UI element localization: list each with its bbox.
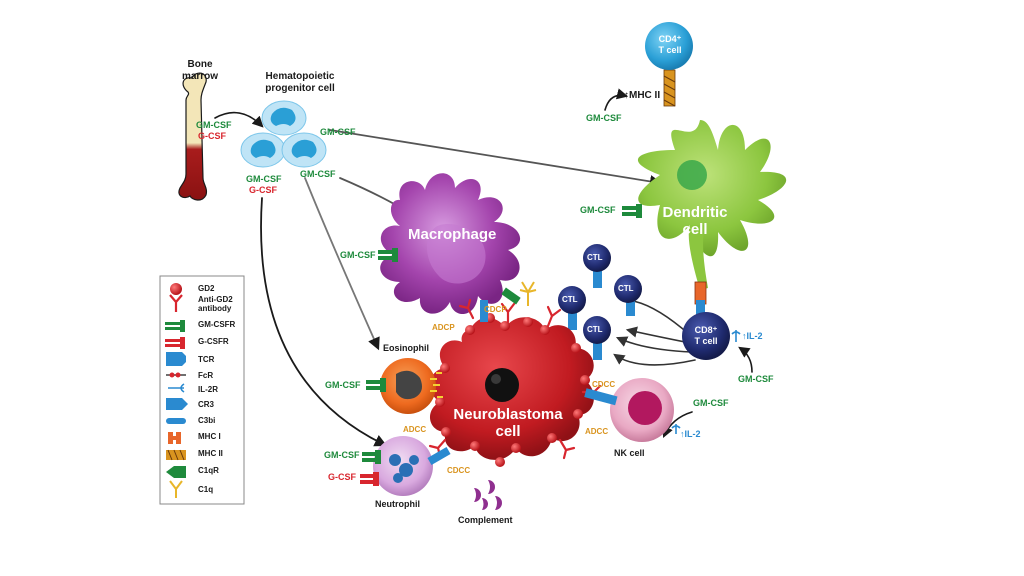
arrow-bone-to-progenitor <box>214 111 264 128</box>
c1q-icon <box>169 480 183 498</box>
arrow-cd8-ctl4 <box>613 353 696 366</box>
c1qr-icon <box>166 466 186 478</box>
cr3-icon <box>166 398 188 410</box>
gmcsfr-dendritic <box>622 204 642 218</box>
macrophage <box>380 173 521 315</box>
neuroblastoma-cell <box>429 313 594 467</box>
dendritic-cell <box>637 120 787 316</box>
bone-icon <box>178 72 208 201</box>
gmcsfr-icon <box>165 320 185 332</box>
arrow-gmcsf-cd8 <box>738 346 753 373</box>
arrow-cd8-ctl2 <box>625 326 691 344</box>
tcr-icon <box>166 352 186 366</box>
progenitor-cells <box>240 100 327 168</box>
arrow-progenitor-to-eosinophil <box>304 177 380 351</box>
arrow-cd8-ctl3 <box>615 336 693 353</box>
mhc2-icon <box>166 449 186 461</box>
c1qr-macrophage <box>480 287 521 322</box>
arrow-progenitor-to-dendritic <box>329 129 663 188</box>
cd4-t-cell <box>645 22 693 107</box>
neutrophil-receptor <box>427 447 451 465</box>
arrow-mhc2 <box>604 88 629 111</box>
arrows <box>214 88 753 447</box>
c1q-icon <box>519 281 537 306</box>
antibody-icon <box>169 294 183 312</box>
gd2-icon <box>170 283 182 295</box>
c3bi-icon <box>166 418 186 424</box>
gcsfr-neutrophil <box>360 472 379 486</box>
cd8-t-cell <box>682 312 741 360</box>
arrow-progenitor-to-neutrophil <box>260 197 388 447</box>
gmcsfr-macrophage <box>378 248 398 262</box>
arrow-gmcsf-nk <box>662 411 693 439</box>
legend <box>159 275 245 505</box>
gmcsfr-eosinophil <box>366 378 386 392</box>
il2r-icon <box>168 383 185 393</box>
eosinophil <box>380 358 443 414</box>
gmcsfr-neutrophil <box>362 450 381 464</box>
complement-proteins <box>474 480 502 510</box>
gcsfr-icon <box>165 337 185 349</box>
ctl-cells <box>558 244 642 360</box>
nk-cell <box>584 378 681 442</box>
fcr-icon <box>166 372 186 378</box>
receptors <box>360 204 642 486</box>
neutrophil <box>373 436 433 496</box>
mhc1-icon <box>168 432 181 444</box>
